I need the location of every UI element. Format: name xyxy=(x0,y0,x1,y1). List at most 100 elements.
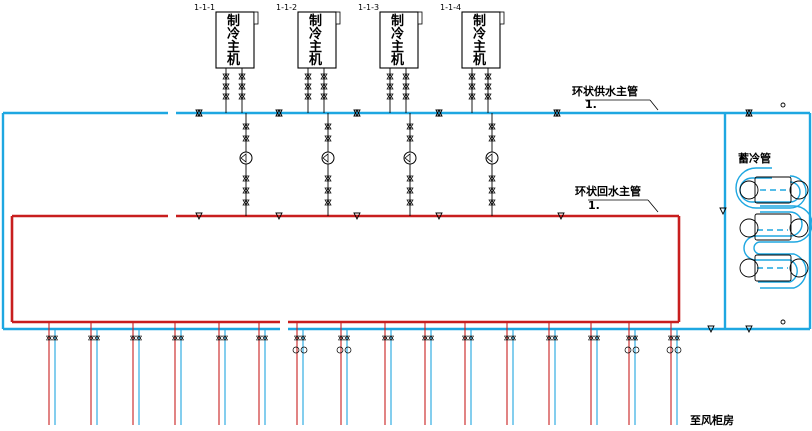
valve-icon xyxy=(324,175,332,182)
valve-icon xyxy=(593,335,601,341)
strainer-icon xyxy=(666,346,674,354)
valve-icon xyxy=(222,93,230,100)
valve-icon xyxy=(135,335,143,341)
valve-icon xyxy=(299,335,307,341)
chiller-title-char: 主 xyxy=(227,39,240,55)
chiller-tab xyxy=(335,11,341,25)
valve-icon xyxy=(324,135,332,142)
storage-coil xyxy=(735,167,812,289)
supply-main-loop xyxy=(1,111,812,331)
chiller-body xyxy=(297,11,337,69)
valve-icon xyxy=(324,123,332,130)
valve-icon xyxy=(427,335,435,341)
valve-icon xyxy=(587,335,595,341)
valve-icon xyxy=(222,73,230,80)
cabinet-drop xyxy=(215,322,229,425)
cabinet-drop xyxy=(171,322,185,425)
pump-riser xyxy=(321,113,335,216)
chiller-title-char: 主 xyxy=(309,39,322,55)
valve-icon xyxy=(242,135,250,142)
valve-icon xyxy=(488,199,496,206)
valve-icon xyxy=(242,175,250,182)
valve-icon xyxy=(468,93,476,100)
valve-icon xyxy=(386,93,394,100)
return-main-mark: 1. xyxy=(588,199,600,212)
loop-valve-marks xyxy=(195,102,786,334)
valve-icon xyxy=(242,123,250,130)
valve-icon xyxy=(484,83,492,90)
valve-icon xyxy=(488,123,496,130)
chiller-title-char: 制 xyxy=(309,13,322,29)
pump-arrow-icon xyxy=(322,153,329,163)
strainer-icon xyxy=(674,346,682,354)
chiller-title-char: 机 xyxy=(391,52,404,68)
valve-icon xyxy=(222,83,230,90)
supply-main-label-group: 环状供水主管 1. xyxy=(572,84,659,111)
supply-main-mark: 1. xyxy=(585,98,597,111)
cabinet-drop xyxy=(87,322,101,425)
valve-icon xyxy=(293,335,301,341)
valve-icon xyxy=(320,83,328,90)
valve-icon xyxy=(673,335,681,341)
valve-icon xyxy=(386,83,394,90)
valve-icon xyxy=(171,335,179,341)
valve-icon xyxy=(406,175,414,182)
chiller-title-char: 冷 xyxy=(473,26,486,42)
valve-icon xyxy=(304,83,312,90)
strainer-icon xyxy=(292,346,300,354)
chiller-body xyxy=(461,11,501,69)
pump-riser xyxy=(239,113,253,216)
valve-icon xyxy=(667,335,675,341)
pump-arrow-icon xyxy=(240,153,247,163)
valve-icon xyxy=(45,335,53,341)
valve-icon xyxy=(545,335,553,341)
valve-icon xyxy=(177,335,185,341)
chiller-title-char: 制 xyxy=(391,13,404,29)
strainer-icon xyxy=(300,346,308,354)
cabinet-drop xyxy=(129,322,143,425)
chiller-body xyxy=(379,11,419,69)
chiller-title-char: 冷 xyxy=(227,26,240,42)
cabinet-drop xyxy=(545,322,559,425)
valve-icon xyxy=(503,335,511,341)
valve-icon xyxy=(129,335,137,341)
valve-icon xyxy=(406,135,414,142)
chiller-title-char: 机 xyxy=(473,52,486,68)
chiller-title-char: 主 xyxy=(391,39,404,55)
valve-icon xyxy=(488,175,496,182)
valve-icon xyxy=(406,123,414,130)
supply-main-label: 环状供水主管 xyxy=(572,84,638,98)
valve-icon xyxy=(304,93,312,100)
valve-icon xyxy=(387,335,395,341)
chiller-title-char: 冷 xyxy=(391,26,404,42)
valve-icon xyxy=(509,335,517,341)
chiller-title-char: 主 xyxy=(473,39,486,55)
valve-icon xyxy=(625,335,633,341)
cabinet-drop xyxy=(292,322,308,425)
valve-icon xyxy=(631,335,639,341)
valve-icon xyxy=(261,335,269,341)
valve-icon xyxy=(238,83,246,90)
valve-icon xyxy=(551,335,559,341)
valve-icon xyxy=(402,73,410,80)
valve-icon xyxy=(488,135,496,142)
valve-icon xyxy=(402,93,410,100)
cabinet-drop xyxy=(461,322,475,425)
valve-icon xyxy=(255,335,263,341)
valve-icon xyxy=(421,335,429,341)
return-main-label: 环状回水主管 xyxy=(575,184,641,198)
cabinet-drop xyxy=(503,322,517,425)
valve-icon xyxy=(343,335,351,341)
chiller-id: 1-1-3 xyxy=(358,3,379,12)
chiller-tab xyxy=(499,11,505,25)
valve-icon xyxy=(87,335,95,341)
valve-icon xyxy=(402,83,410,90)
pump-riser xyxy=(485,113,499,216)
cabinet-drop xyxy=(336,322,352,425)
cabinet-drop xyxy=(255,322,269,425)
cabinet-drop xyxy=(587,322,601,425)
